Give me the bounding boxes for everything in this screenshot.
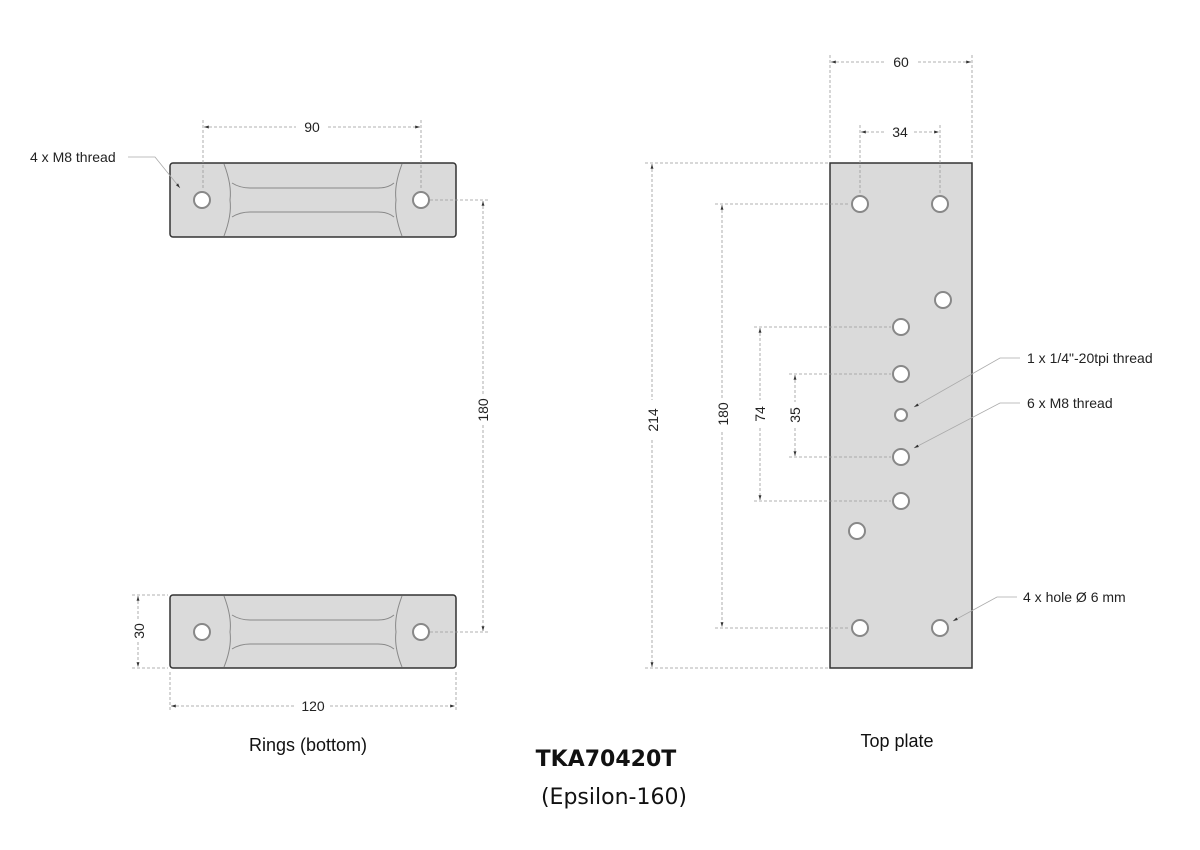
- callout-hole: 4 x hole Ø 6 mm: [1023, 589, 1126, 605]
- ring-dimensions: 90 180 30 120 4 x M8 thread: [30, 119, 491, 714]
- plate-hole: [851, 195, 869, 213]
- dim-plate-hole-spacing: 34: [892, 124, 908, 140]
- dim-ring-length: 120: [301, 698, 325, 714]
- plate-hole: [892, 492, 910, 510]
- plate-hole: [851, 619, 869, 637]
- dim-plate-m8-inner: 35: [787, 407, 803, 423]
- plate-hole-quarter: [894, 408, 908, 422]
- plate-hole: [892, 365, 910, 383]
- ring-hole: [412, 623, 430, 641]
- dim-ring-height: 30: [131, 623, 147, 639]
- dim-ring-spacing: 180: [475, 398, 491, 422]
- plate-dimensions: 60 34 214 180 74 35 1 x 1/4"-20tpi threa…: [645, 54, 1153, 669]
- callout-quarter-thread: 1 x 1/4"-20tpi thread: [1027, 350, 1153, 366]
- top-plate: [829, 162, 973, 669]
- caption-rings: Rings (bottom): [249, 735, 367, 755]
- ring-bottom: [169, 594, 457, 669]
- plate-hole: [892, 448, 910, 466]
- dim-ring-hole-spacing: 90: [304, 119, 320, 135]
- product-code: TKA70420T: [536, 747, 677, 772]
- dim-plate-width: 60: [893, 54, 909, 70]
- callout-m8-thread: 6 x M8 thread: [1027, 395, 1113, 411]
- plate-hole: [934, 291, 952, 309]
- ring-hole: [193, 623, 211, 641]
- dim-plate-outer-holes: 180: [715, 402, 731, 426]
- ring-top: [169, 162, 457, 238]
- caption-top-plate: Top plate: [860, 731, 933, 751]
- ring-hole: [412, 191, 430, 209]
- plate-hole: [848, 522, 866, 540]
- callout-ring-m8: 4 x M8 thread: [30, 149, 116, 165]
- product-name: (Epsilon-160): [541, 785, 687, 810]
- plate-hole: [931, 195, 949, 213]
- plate-hole: [892, 318, 910, 336]
- plate-hole: [931, 619, 949, 637]
- dim-plate-m8-outer: 74: [752, 406, 768, 422]
- dim-plate-length: 214: [645, 408, 661, 432]
- ring-hole: [193, 191, 211, 209]
